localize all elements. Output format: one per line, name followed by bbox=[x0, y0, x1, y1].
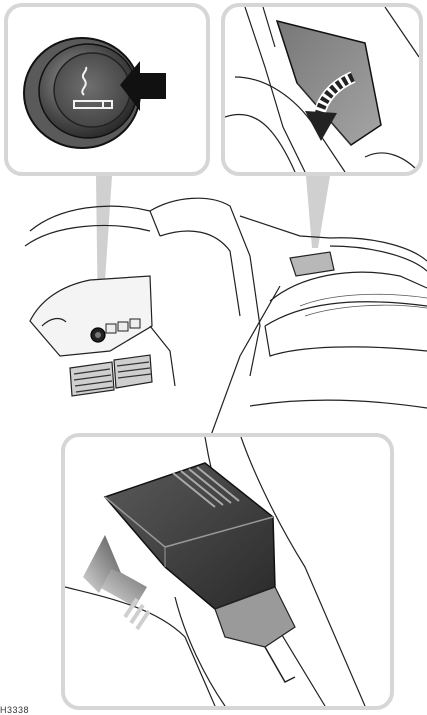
rear-console-scene bbox=[0, 176, 427, 438]
lighter-knob bbox=[54, 53, 130, 127]
ashtray-detail-drawing bbox=[65, 437, 390, 706]
lighter-detail-panel bbox=[4, 3, 210, 176]
door-tray bbox=[290, 252, 334, 276]
lighter-detail-drawing bbox=[8, 7, 206, 172]
rear-console-drawing bbox=[0, 176, 427, 438]
ashtray-detail-panel bbox=[61, 433, 394, 710]
figure-code: H3338 bbox=[0, 705, 29, 715]
tray-detail-drawing bbox=[225, 7, 419, 172]
remove-arrow-icon bbox=[83, 535, 149, 629]
tray-detail-panel bbox=[221, 3, 423, 176]
rear-air-vents bbox=[70, 355, 152, 396]
rear-console bbox=[30, 276, 152, 356]
